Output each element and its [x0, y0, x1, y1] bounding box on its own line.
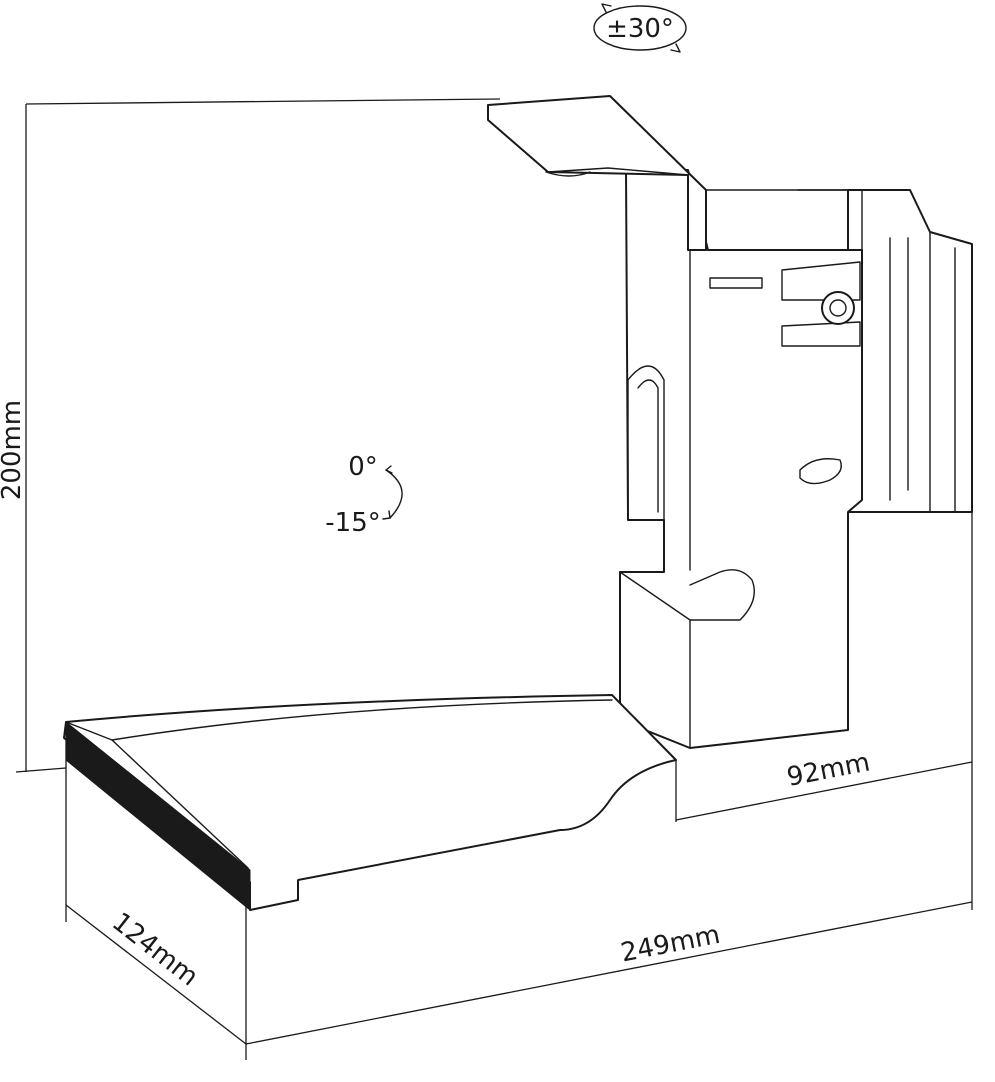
depth-dimension-line — [65, 904, 247, 1045]
swivel-indicator: ±30° — [593, 3, 687, 53]
tilt-top-label: 0° — [348, 452, 378, 482]
depth-label: 124mm — [106, 907, 203, 992]
height-extension-bottom — [15, 767, 67, 773]
height-extension-top — [25, 98, 501, 105]
tilt-arrow-top-icon — [385, 465, 393, 474]
swivel-arc — [593, 5, 687, 51]
arm-label: 92mm — [785, 747, 873, 792]
base-shelf — [63, 694, 677, 912]
width-dimension: 249mm — [245, 901, 973, 1060]
arm-dimension-line — [675, 761, 973, 821]
column-top-edge-2 — [797, 189, 849, 251]
wall-plate — [847, 189, 973, 513]
arm-hook — [619, 569, 755, 621]
column-body — [619, 169, 863, 749]
tilt-bottom-label: -15° — [325, 508, 380, 538]
indicator-window — [709, 277, 763, 289]
adjust-screw-icon — [821, 291, 855, 325]
column-cutout-inner — [637, 379, 659, 513]
width-dimension-line — [245, 901, 973, 1045]
height-label: 200mm — [0, 400, 27, 500]
top-hook — [487, 95, 707, 251]
swivel-arrow-left-icon — [601, 3, 612, 13]
swivel-arrow-right-icon — [670, 43, 681, 53]
mount-slot-upper — [781, 261, 861, 301]
tilt-indicator: 0° -15° — [325, 452, 403, 538]
shelf-rim — [65, 699, 613, 741]
tilt-arc — [385, 469, 403, 519]
column-cutout — [627, 365, 665, 521]
lower-slot — [799, 458, 842, 485]
column-top-edge — [689, 189, 863, 251]
swivel-angle-label: ±30° — [606, 14, 674, 44]
top-hook-pad — [545, 171, 591, 177]
top-hook-edge — [487, 119, 689, 176]
vertical-column — [619, 169, 863, 749]
adjust-screw-hex — [829, 299, 847, 317]
shelf-lip-line — [111, 739, 249, 869]
wall-plate-body — [847, 189, 973, 513]
tilt-arrow-bottom-icon — [382, 510, 391, 520]
height-dimension: 200mm — [0, 98, 501, 773]
